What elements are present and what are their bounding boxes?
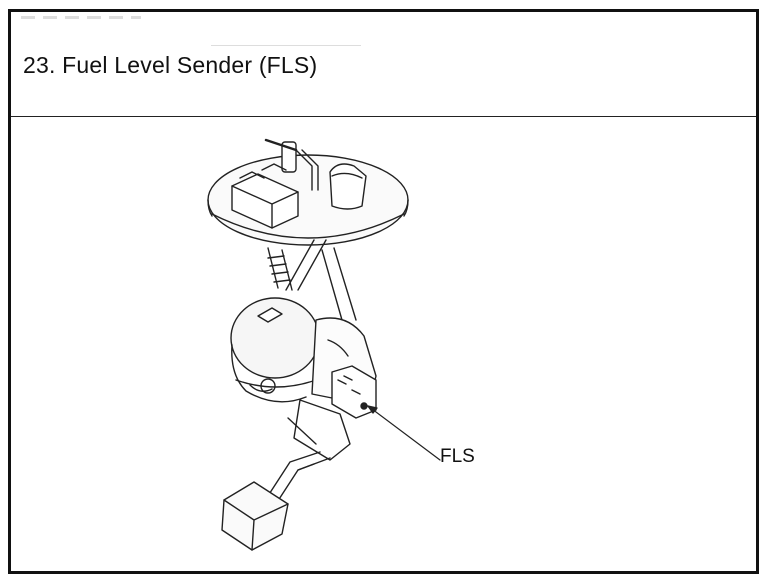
top-boot: [329, 163, 367, 210]
top-connector: [231, 163, 299, 229]
header-section: 23. Fuel Level Sender (FLS): [11, 12, 756, 117]
guide-rods: [267, 239, 357, 321]
fls-callout-label: FLS: [440, 446, 475, 467]
document-frame: 23. Fuel Level Sender (FLS): [8, 9, 759, 574]
fuel-outlet-pipe: [264, 138, 319, 191]
page-title: 23. Fuel Level Sender (FLS): [23, 52, 318, 78]
pump-body: [230, 297, 320, 403]
float-arm: [263, 451, 331, 511]
faint-rule: [211, 45, 361, 46]
faint-header-marks: [21, 16, 141, 19]
fls-leader-line: [367, 405, 441, 461]
float: [221, 481, 289, 551]
